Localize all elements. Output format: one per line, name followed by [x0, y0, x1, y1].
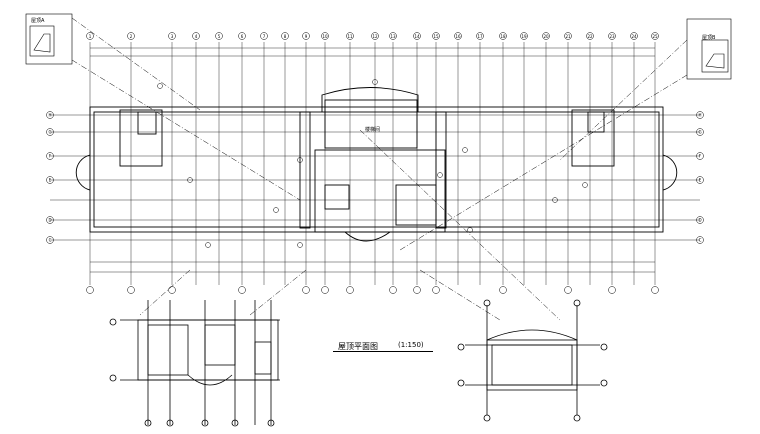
axis-label-top: 10	[322, 34, 328, 39]
axis-label-top: 19	[521, 34, 527, 39]
key-plan-top-right	[686, 18, 732, 80]
axis-bubbles-bottom	[86, 286, 659, 294]
title-underline	[333, 351, 433, 352]
axis-label-top: 17	[477, 34, 483, 39]
axis-label-top: 12	[372, 34, 378, 39]
axis-label-top: 6	[241, 34, 244, 39]
room-label: 楼梯间	[365, 127, 381, 133]
detail-plan-right	[457, 299, 608, 422]
axis-label-right: H	[698, 113, 701, 118]
key-plan-right-tag: 屋顶B	[702, 35, 716, 41]
main-plan	[75, 87, 678, 242]
marker-circles	[157, 79, 588, 248]
axis-label-left: F	[49, 154, 52, 159]
axis-label-left: C	[49, 238, 52, 243]
axis-label-top: 8	[284, 34, 287, 39]
axis-label-top: 2	[130, 34, 133, 39]
leader-lines	[71, 17, 688, 321]
axis-label-top: 25	[652, 34, 658, 39]
axis-label-top: 5	[218, 34, 221, 39]
axis-label-top: 14	[414, 34, 420, 39]
drawing-title: 屋顶平面图	[338, 342, 378, 351]
axis-label-right: F	[699, 154, 702, 159]
drawing-scale: (1:150)	[398, 341, 424, 349]
axis-label-left: H	[48, 113, 51, 118]
axis-label-top: 22	[587, 34, 593, 39]
axis-label-right: C	[699, 238, 702, 243]
axis-label-top: 18	[500, 34, 506, 39]
axis-label-top: 3	[171, 34, 174, 39]
axis-label-top: 7	[263, 34, 266, 39]
axis-label-top: 13	[390, 34, 396, 39]
axis-label-top: 16	[455, 34, 461, 39]
key-plan-top-left	[25, 13, 73, 65]
axis-label-left: G	[48, 130, 51, 135]
axis-label-top: 24	[631, 34, 637, 39]
axis-label-top: 23	[609, 34, 615, 39]
axis-label-top: 9	[305, 34, 308, 39]
detail-plan-left	[109, 300, 280, 427]
grid-lines	[50, 42, 700, 285]
axis-label-top: 21	[565, 34, 571, 39]
axis-label-left: E	[49, 178, 52, 183]
axis-label-top: 1	[89, 34, 92, 39]
axis-label-right: E	[699, 178, 702, 183]
axis-label-top: 4	[195, 34, 198, 39]
axis-label-right: G	[698, 130, 701, 135]
axis-bubbles-sides	[46, 111, 704, 244]
axis-label-top: 20	[543, 34, 549, 39]
key-plan-left-tag: 屋顶A	[31, 18, 45, 24]
axis-label-left: D	[48, 218, 51, 223]
axis-label-top: 11	[347, 34, 353, 39]
axis-label-right: D	[698, 218, 701, 223]
axis-label-top: 15	[433, 34, 439, 39]
axis-bubbles-top	[86, 32, 659, 40]
